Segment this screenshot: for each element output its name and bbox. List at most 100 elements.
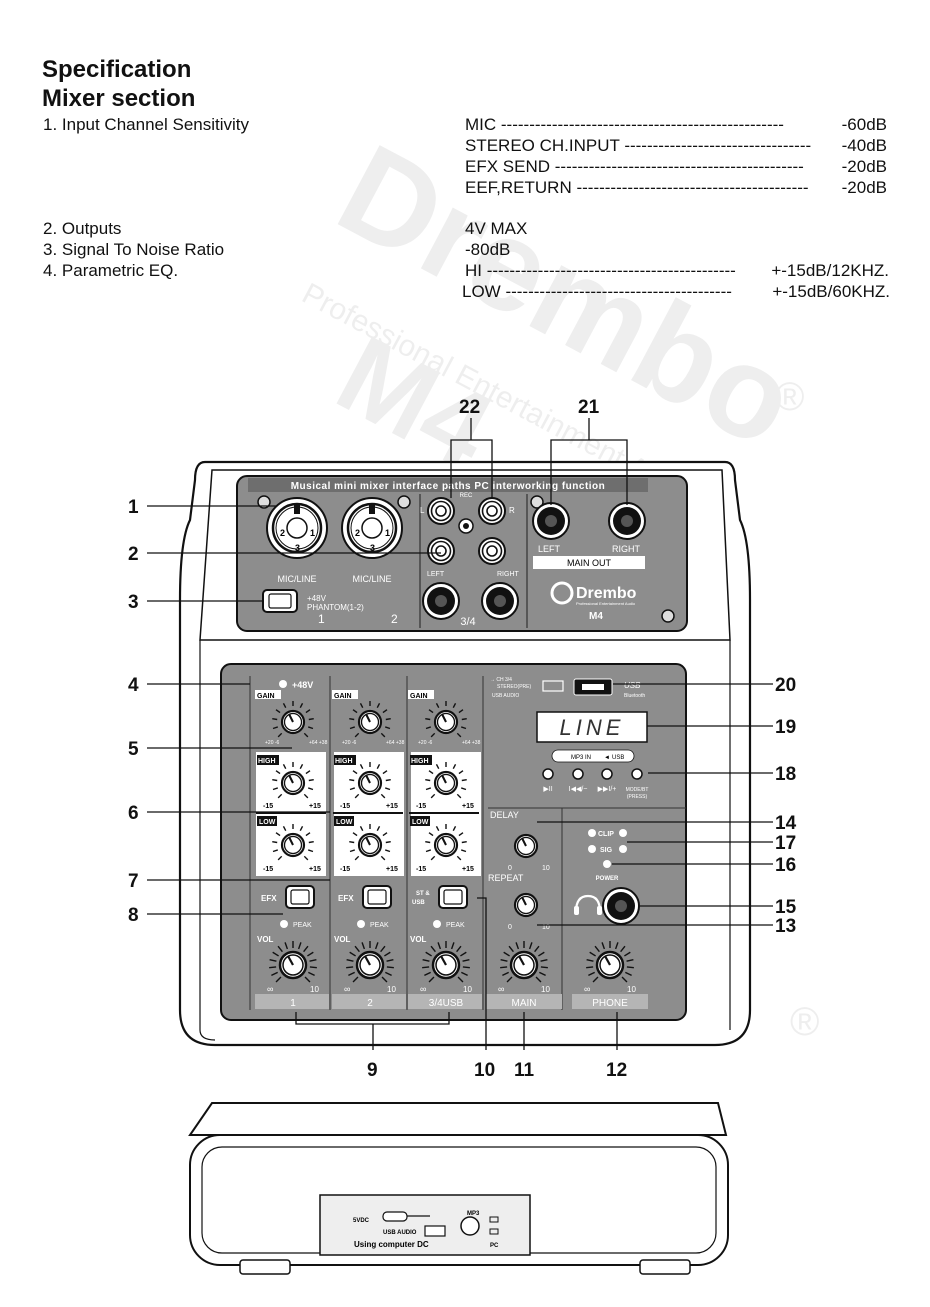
efx-button[interactable] [285,885,315,909]
efx-button[interactable] [438,885,468,909]
spec-row: MIC ------------------------------------… [465,114,887,135]
page-subtitle: Mixer section [42,85,196,112]
callout-12: 12 [606,1060,627,1081]
st-usb-label-2: USB [412,900,425,906]
volume-knob[interactable] [355,950,385,980]
rear-usb-audio: USB AUDIO [383,1230,417,1236]
low-label: LOW [412,819,429,826]
spec-row-name: HI [465,261,487,280]
spec-row-name: STEREO CH.INPUT [465,136,625,155]
spec-row-name: EFX SEND [465,157,555,176]
high-eq-knob[interactable] [433,770,459,796]
low-eq-knob[interactable] [433,832,459,858]
phantom-label-2: PHANTOM(1-2) [307,603,364,612]
spec-row-value: -20dB [841,178,887,197]
callout-18: 18 [775,764,796,785]
callout-9: 9 [367,1060,378,1081]
high-max: +15 [386,803,398,810]
rear-mp3: MP3 [467,1211,480,1217]
svg-text:1: 1 [385,528,390,538]
gain-min: +20 -6 [265,740,280,746]
spec-row: HI -------------------------------------… [465,260,889,281]
spec-row-value: -60dB [841,115,887,134]
low-max: +15 [386,866,398,873]
repeat-min: 0 [508,924,512,931]
master-volume-knob[interactable] [509,950,539,980]
spec-row-value: +-15dB/60KHZ. [772,282,890,301]
channel-strip: GAIN+20 -6+64 +38HIGH-15+15LOW-15+15EFXP… [332,690,406,1009]
svg-text:◄: ◄ [604,755,610,761]
high-max: +15 [462,803,474,810]
efx-label: EFX [338,894,354,903]
svg-text:1: 1 [310,528,315,538]
efx-label: EFX [261,894,277,903]
spec-row-name: LOW [462,282,506,301]
watermark-reg-2: ® [790,1000,819,1044]
low-min: -15 [416,866,426,873]
efx-button[interactable] [362,885,392,909]
device-model: M4 [589,611,603,622]
vol-min: ∞ [584,984,590,994]
vol-min: ∞ [420,984,426,994]
delay-min: 0 [508,865,512,872]
volume-knob[interactable] [431,950,461,980]
spec-row: STEREO CH.INPUT ------------------------… [465,135,887,156]
spec-row-dashes: ----------------------------------------… [554,157,804,176]
spec-row: LOW ------------------------------------… [462,281,890,302]
device-logo: Drembo [576,585,637,602]
rec-label: REC [460,493,473,499]
vol-label: VOL [410,935,427,944]
high-eq-knob[interactable] [280,770,306,796]
spec-row: EFX SEND -------------------------------… [465,156,887,177]
high-label: HIGH [335,758,353,765]
delay-max: 10 [542,865,550,872]
high-eq-knob[interactable] [357,770,383,796]
mainout-left: LEFT [538,544,561,554]
banner-text: Musical mini mixer interface paths PC in… [291,481,606,492]
volume-knob[interactable] [278,950,308,980]
low-max: +15 [462,866,474,873]
xlr1-label: MIC/LINE [277,574,316,584]
peak-label: PEAK [446,922,465,929]
transport-1: ▶II [543,786,552,793]
st-usb-label-1: ST & [416,891,430,897]
low-eq-knob[interactable] [357,832,383,858]
display-text: LINE [560,715,625,740]
vol-max: 10 [541,985,550,994]
mainout-label: MAIN OUT [567,558,612,568]
usb-left-label-2: STEREO(PRE) [497,684,532,690]
svg-text:2: 2 [280,528,285,538]
strip-label: 3/4USB [429,998,464,1009]
rear-using: Using computer DC [354,1240,429,1249]
high-label: HIGH [258,758,276,765]
callout-17: 17 [775,833,796,854]
callout-19: 19 [775,717,796,738]
gain-max: +64 +38 [386,740,405,746]
gain-knob[interactable] [280,709,306,735]
callout-4: 4 [128,675,139,696]
gain-knob[interactable] [433,709,459,735]
spec-row-dashes: --------------------------------- [624,136,812,155]
ch1-label: 1 [318,612,325,626]
spec-row-value: -20dB [841,157,887,176]
vol-max: 10 [310,985,319,994]
strip-label: 2 [367,998,373,1009]
callout-8: 8 [128,905,139,926]
callout-3: 3 [128,592,139,613]
callout-22: 22 [459,397,480,418]
low-eq-knob[interactable] [280,832,306,858]
spec-snr-label: 3. Signal To Noise Ratio [43,240,225,259]
strip-label: PHONE [592,998,628,1009]
bluetooth-label: Bluetooth [624,693,645,699]
spec-row-value: +-15dB/12KHZ. [771,261,889,280]
spec-row-name: MIC [465,115,501,134]
gain-knob[interactable] [357,709,383,735]
usb-audio-label: USB AUDIO [492,693,519,699]
svg-text:3: 3 [295,543,300,553]
low-min: -15 [263,866,273,873]
master-volume-knob[interactable] [595,950,625,980]
spec-row-dashes: ----------------------------------------… [576,178,809,197]
low-max: +15 [309,866,321,873]
